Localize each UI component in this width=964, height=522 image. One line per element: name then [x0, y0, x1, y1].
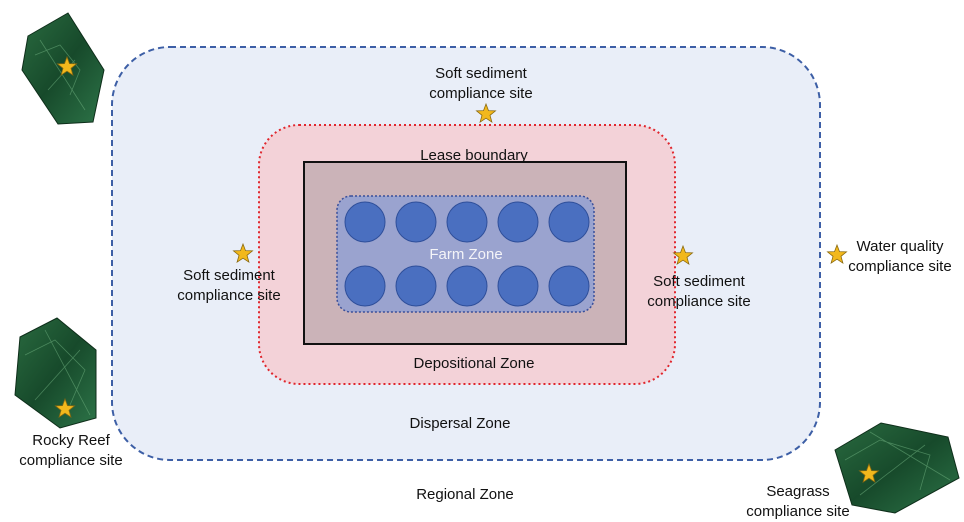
- dispersal-zone-label: Dispersal Zone: [409, 415, 511, 432]
- fish-pen: [344, 265, 386, 307]
- soft-sediment-right-label: Soft sediment compliance site: [647, 273, 751, 310]
- fish-pen: [497, 265, 539, 307]
- fish-pen: [446, 265, 488, 307]
- fish-pen: [395, 265, 437, 307]
- soft-sediment-top-label: Soft sediment compliance site: [429, 65, 533, 102]
- seagrass-star-icon: [858, 462, 880, 484]
- rocky-reef-top-star-icon: [56, 55, 78, 77]
- fish-pen: [395, 201, 437, 243]
- rocky-reef-star-icon: [54, 397, 76, 419]
- water-quality-star-icon: [826, 243, 848, 265]
- soft-sediment-left-label: Soft sediment compliance site: [177, 267, 281, 304]
- seagrass-patch: [834, 422, 960, 514]
- water-quality-label: Water quality compliance site: [848, 238, 952, 275]
- fish-pen: [548, 265, 590, 307]
- rocky-reef-patch: [14, 317, 97, 429]
- fish-pen: [548, 201, 590, 243]
- lease-boundary-label: Lease boundary: [420, 147, 528, 164]
- fish-pen: [344, 201, 386, 243]
- pen-grid: [344, 201, 590, 307]
- fish-pen: [446, 201, 488, 243]
- soft-sediment-left-star-icon: [232, 242, 254, 264]
- soft-sediment-top-star-icon: [475, 102, 497, 124]
- regional-zone-label: Regional Zone: [416, 486, 514, 503]
- farm-zone-label: Farm Zone: [429, 246, 503, 263]
- soft-sediment-right-star-icon: [672, 244, 694, 266]
- depositional-zone-label: Depositional Zone: [413, 355, 535, 372]
- seagrass-label: Seagrass compliance site: [746, 483, 850, 520]
- rocky-reef-label: Rocky Reef compliance site: [19, 432, 123, 469]
- fish-pen: [497, 201, 539, 243]
